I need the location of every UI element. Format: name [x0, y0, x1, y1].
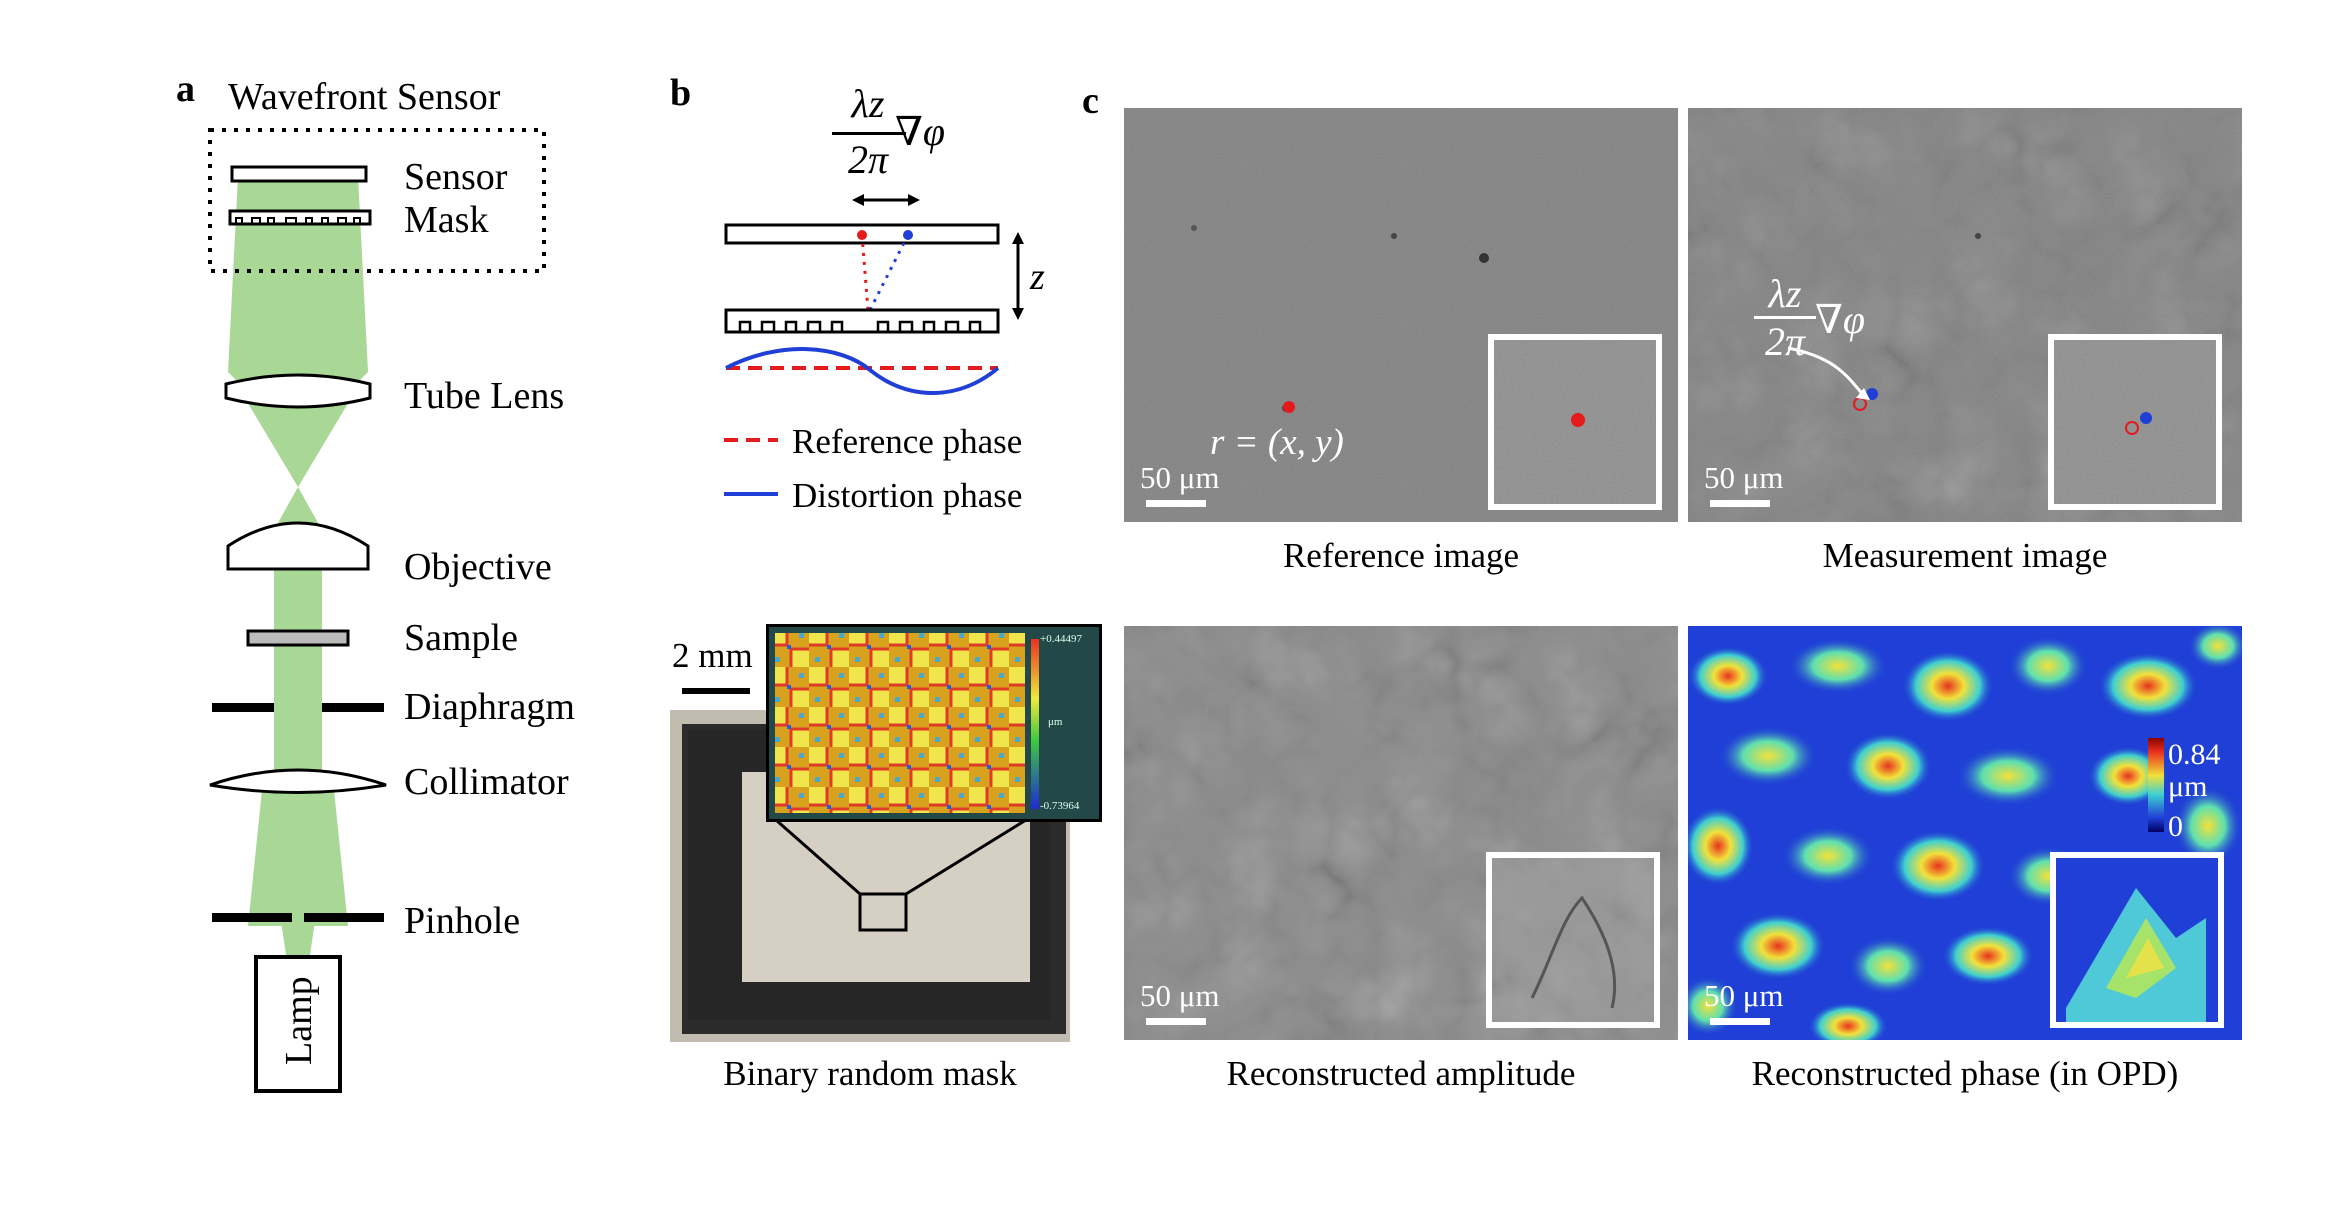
label-diaphragm: Diaphragm	[404, 686, 575, 728]
mask-colorbar-min: -0.73964	[1040, 800, 1080, 812]
label-tube-lens: Tube Lens	[404, 375, 565, 417]
phase-image	[1688, 626, 2242, 1040]
panel-b-letter: b	[670, 72, 692, 114]
z-label: z	[1030, 256, 1045, 298]
formula-gradient: ∇φ	[894, 109, 946, 154]
amplitude-image	[1124, 626, 1678, 1040]
caption-binary-random-mask: Binary random mask	[723, 1054, 1017, 1093]
tube-lens	[224, 373, 372, 409]
panel-a-letter: a	[176, 68, 195, 110]
collimator-lens	[209, 768, 387, 794]
mask-scalebar-label: 2 mm	[672, 636, 753, 675]
caption-reference-image: Reference image	[1282, 536, 1520, 575]
diaphragm-right	[322, 703, 384, 712]
amplitude-inset	[1486, 852, 1660, 1028]
phase-colorbar-unit: μm	[2168, 770, 2208, 803]
mask-colorbar-max: +0.44497	[1040, 633, 1082, 645]
label-mask: Mask	[404, 199, 489, 241]
measurement-formula-denominator: 2π	[1764, 319, 1806, 364]
legend-swatches	[724, 438, 778, 496]
phase-inset	[2050, 852, 2224, 1028]
legend-reference-phase: Reference phase	[792, 422, 1023, 461]
mask-zoom-inset	[766, 624, 1102, 822]
reference-image	[1124, 108, 1678, 522]
formula-numerator: λz	[851, 81, 885, 126]
panel-c-letter: c	[1082, 80, 1099, 122]
mask-pattern	[775, 633, 1039, 813]
phase-colorbar-max: 0.84	[2168, 738, 2221, 771]
label-pinhole: Pinhole	[404, 900, 521, 942]
mask-photo-drawing	[670, 710, 1070, 1042]
sample-slide	[246, 629, 350, 647]
sensor-plate	[230, 165, 368, 183]
diaphragm-left	[212, 703, 274, 712]
amplitude-scalebar	[1146, 1018, 1206, 1025]
objective-lens	[226, 521, 370, 571]
phase-map	[1688, 626, 2242, 1040]
label-sample: Sample	[404, 617, 518, 659]
measurement-formula-numerator: λz	[1768, 271, 1802, 316]
measurement-inset	[2048, 334, 2222, 510]
caption-reconstructed-amplitude: Reconstructed amplitude	[1226, 1054, 1576, 1093]
measurement-image	[1688, 108, 2242, 522]
label-objective: Objective	[404, 546, 552, 588]
phase-scalebar	[1710, 1018, 1770, 1025]
mask-colorbar-unit: μm	[1048, 716, 1063, 728]
optical-setup-diagram	[208, 128, 546, 1093]
phase-colorbar	[2148, 738, 2164, 832]
caption-measurement-image: Measurement image	[1822, 536, 2108, 575]
label-collimator: Collimator	[404, 761, 569, 803]
formula-fraction-bar	[832, 132, 906, 135]
position-label: r = (x, y)	[1210, 422, 1344, 463]
light-beam	[228, 176, 368, 960]
mask-plate	[724, 308, 1000, 334]
formula-denominator: 2π	[847, 137, 889, 182]
reference-inset	[1488, 334, 1662, 510]
reference-scalebar	[1146, 500, 1206, 507]
phase-colorbar-min: 0	[2168, 810, 2183, 843]
measurement-formula-bar	[1754, 316, 1816, 319]
measurement-scalebar-label: 50 μm	[1704, 460, 1784, 495]
mask-geometry-diagram	[724, 194, 1024, 395]
legend-distortion-phase: Distortion phase	[792, 476, 1023, 515]
sensor-dotted-box	[208, 128, 546, 273]
pinhole-left	[212, 913, 292, 922]
mask-plate	[228, 209, 372, 226]
measurement-scalebar	[1710, 500, 1770, 507]
mask-scalebar	[682, 688, 750, 694]
wavefront-sensor-title: Wavefront Sensor	[228, 76, 501, 118]
label-lamp: Lamp	[278, 976, 320, 1065]
label-sensor: Sensor	[404, 156, 508, 198]
phase-scalebar-label: 50 μm	[1704, 978, 1784, 1013]
reference-scalebar-label: 50 μm	[1140, 460, 1220, 495]
caption-reconstructed-phase: Reconstructed phase (in OPD)	[1751, 1054, 2179, 1093]
amplitude-scalebar-label: 50 μm	[1140, 978, 1220, 1013]
measurement-formula-gradient: ∇φ	[1814, 297, 1866, 342]
lamp-box	[254, 955, 342, 1093]
pinhole-right	[304, 913, 384, 922]
